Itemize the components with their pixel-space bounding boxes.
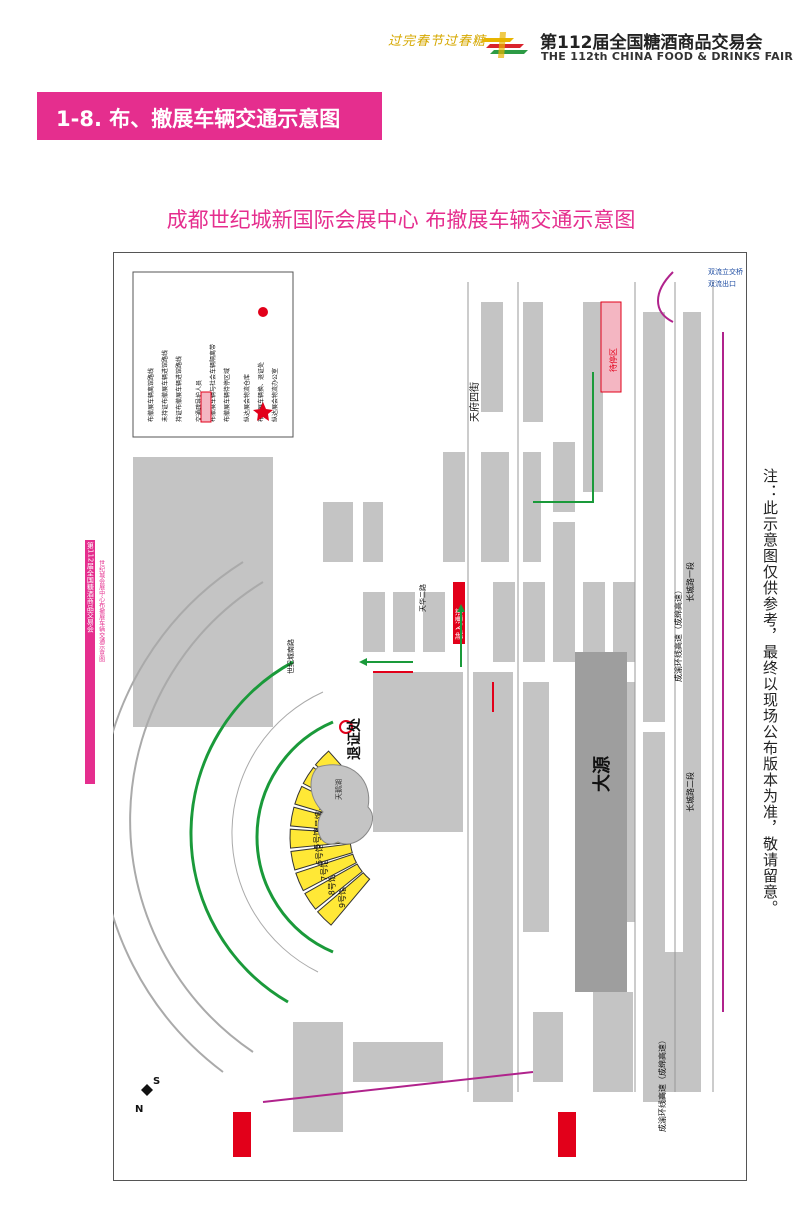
tiane-lake	[310, 764, 374, 845]
legend: 布撤展车辆离馆路线未持证布撤展车辆进馆路线持证布撤展车辆进馆路线交通疏导护人员布…	[147, 344, 279, 422]
waiting-area-label: 待停区	[608, 348, 618, 372]
legend-item: 布撤展车辆待停区域	[223, 368, 231, 422]
tianhua-2nd-road-label: 天华二路	[418, 584, 427, 612]
route-arrows	[142, 271, 724, 1103]
legend-item: 交通疏导护人员	[195, 380, 203, 422]
ring-road-label-2: 成渝环线高速（成绵高速）	[657, 1036, 667, 1132]
ring-road-label: 成渝环线高速（成绵高速）	[673, 586, 683, 682]
hall-7	[295, 853, 358, 892]
hall-8	[304, 863, 363, 910]
shiji-south-road-label: 世纪城南路	[286, 639, 295, 674]
legend-item: 持证布撤展车辆进馆路线	[175, 356, 183, 422]
waiting-area	[600, 301, 622, 393]
twin-flow-label: 双流立交桥	[708, 267, 743, 276]
legend-item: 纵达展会物流办公室	[271, 368, 279, 422]
slogan-logo-text: 过完春节过春糖	[388, 34, 487, 49]
hall-label: 8号馆	[327, 874, 337, 895]
hall-label: 9号馆	[337, 887, 347, 908]
side-banner-text: 第112届全国糖酒商品交易会	[85, 540, 96, 784]
exit-sign-left	[233, 1112, 251, 1157]
legend-item: 未持证布撤展车辆进馆路线	[161, 350, 169, 422]
twin-flow-exit-label: 双流出口	[708, 279, 736, 288]
section-header-bar	[37, 92, 382, 140]
side-banner-subtitle: 世纪城会展中心布撤展车辆交通示意图	[97, 560, 105, 662]
compass-icon	[141, 1084, 153, 1096]
exit-sign-right	[558, 1112, 576, 1157]
permit-office-label: 退证处	[346, 717, 363, 760]
disclaimer-note: 注：此示意图仅供参考，最终以现场公布版本为准，敬请留意。	[761, 468, 779, 916]
tiane-lake-label: 天鹅湖	[334, 779, 343, 800]
side-banner-fair-cn: 第112届全国糖酒商品交易会	[86, 542, 95, 633]
tianfu-avenue-label: 天府四街	[468, 382, 481, 422]
fair-name-en: THE 112th CHINA FOOD & DRINKS FAIR	[541, 50, 794, 63]
dayuan-label: 大源	[591, 756, 613, 792]
star-icon	[253, 402, 273, 421]
fair-logo-icon	[482, 32, 528, 58]
exhibition-halls	[113, 561, 334, 1073]
entrance-banner-label: 驶入通道	[454, 608, 464, 640]
legend-item: 布撤展车辆离馆路线	[147, 368, 155, 422]
hall-label: 6号馆	[314, 844, 324, 865]
changcheng-road-2: 长城路二段	[685, 772, 695, 812]
hall-label: 7号馆	[319, 860, 329, 881]
section-title: 1-8. 布、撤展车辆交通示意图	[56, 107, 341, 131]
dayuan-block	[575, 652, 627, 992]
hall-6	[290, 843, 353, 871]
warehouse-icon	[258, 307, 268, 317]
waiting-area-legend-swatch	[200, 391, 212, 423]
legend-item: 纵达展会物流仓库	[243, 374, 251, 422]
legend-item: 布撤展车辆换、退证处	[257, 362, 265, 422]
hall-9	[316, 872, 371, 926]
compass-n: N	[135, 1104, 143, 1115]
legend-item: 布撤展车辆与社会车辆隔离带	[209, 344, 217, 422]
permit-office-icon	[339, 720, 353, 734]
map-title: 成都世纪城新国际会展中心 布撤展车辆交通示意图	[166, 208, 636, 232]
fair-name-cn: 第112届全国糖酒商品交易会	[540, 33, 763, 53]
hall-label: 5号馆	[312, 828, 322, 849]
traffic-map: 大源 9号馆8号馆7号馆6号馆5号馆4号馆3号馆2号馆1号馆 天鹅湖 退证处 驶…	[113, 267, 743, 1157]
compass-s: S	[153, 1076, 160, 1087]
changcheng-road-1: 长城路一段	[685, 562, 695, 602]
